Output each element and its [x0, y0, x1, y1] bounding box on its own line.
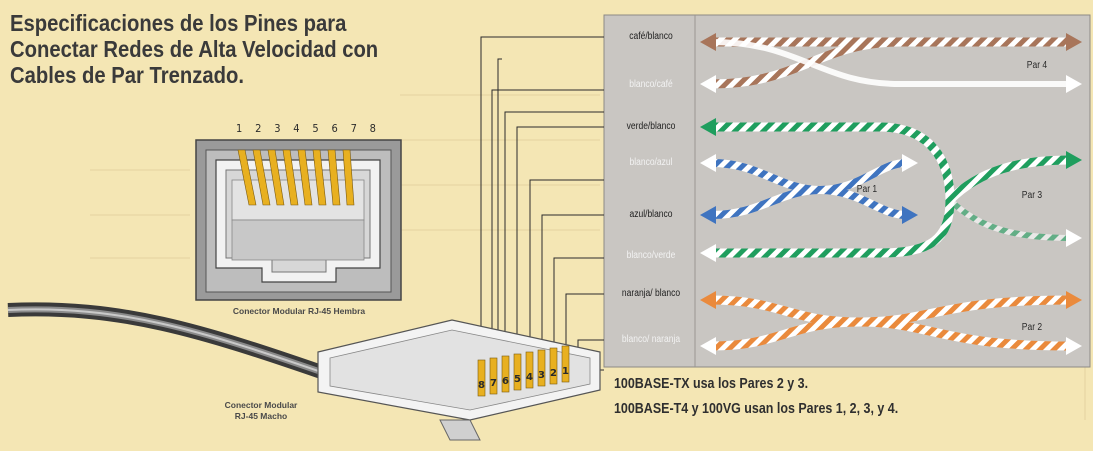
arrow-white-right-green — [1066, 229, 1082, 247]
title-line-2: Conectar Redes de Alta Velocidad con — [10, 36, 379, 62]
wire-label-azul-blanco: azul/blanco — [629, 209, 673, 220]
jack-gold-contacts — [237, 149, 355, 206]
plug-caption: Conector Modular RJ-45 Macho — [216, 400, 306, 422]
arrow-orange-left — [700, 291, 716, 309]
arrow-white-left-orange — [700, 337, 716, 355]
plug-gold-contacts — [477, 345, 570, 397]
leader-lines — [480, 36, 604, 388]
arrow-white-left-blue — [700, 154, 716, 172]
title-line-3: Cables de Par Trenzado. — [10, 62, 244, 88]
title-line-1: Especificaciones de los Pines para — [10, 10, 347, 36]
wire-label-naranja-blanco: naranja/ blanco — [621, 288, 681, 299]
jack-pin-numbers: 1 2 3 4 5 6 7 8 — [236, 122, 376, 135]
pair-1-label: Par 1 — [856, 184, 878, 195]
rj45-male-plug — [317, 319, 601, 441]
arrow-orange-right — [1066, 291, 1082, 309]
jack-pin-number: 6 — [331, 122, 338, 135]
wire-label-blanco-verde: blanco/verde — [626, 250, 676, 261]
footnote-100base-tx: 100BASE-TX usa los Pares 2 y 3. — [614, 376, 809, 392]
jack-pin-number: 5 — [312, 122, 319, 135]
pair-4-wires — [700, 33, 1082, 93]
jack-pin-number: 7 — [350, 122, 357, 135]
pair-3-wires — [700, 118, 1082, 262]
arrow-brown-right — [1066, 33, 1082, 51]
plug-pin-number: 5 — [514, 374, 521, 385]
arrow-blue-left — [700, 206, 716, 224]
pair-1-wires — [700, 154, 918, 224]
plug-caption-line-1: Conector Modular — [224, 400, 298, 410]
plug-pin-number: 7 — [490, 378, 497, 389]
jack-pin-number: 4 — [293, 122, 300, 135]
cable — [7, 302, 333, 382]
wire-label-blanco-cafe: blanco/café — [629, 79, 673, 90]
wire-label-verde-blanco: verde/blanco — [626, 121, 676, 132]
wire-label-blanco-azul: blanco/azul — [629, 157, 673, 168]
plug-pin-number: 2 — [550, 368, 557, 379]
plug-pin-number: 6 — [502, 376, 509, 387]
jack-pin-number: 2 — [255, 122, 262, 135]
diagram-title: Especificaciones de los Pines para Conec… — [10, 10, 424, 88]
jack-pin-number: 3 — [274, 122, 281, 135]
arrow-green-right — [1066, 151, 1082, 169]
rj45-female-jack — [195, 139, 402, 301]
pair-4-label: Par 4 — [1026, 60, 1048, 71]
arrow-blue-right — [902, 206, 918, 224]
plug-pin-number: 8 — [478, 380, 485, 391]
plug-pin-number: 3 — [538, 370, 545, 381]
wire-label-cafe-blanco: café/blanco — [629, 31, 673, 42]
pair-2-wires — [700, 291, 1082, 355]
jack-pin-number: 8 — [369, 122, 376, 135]
pair-2-label: Par 2 — [1021, 322, 1043, 333]
plug-caption-line-2: RJ-45 Macho — [234, 411, 288, 421]
jack-caption: Conector Modular RJ-45 Hembra — [232, 306, 366, 316]
plug-pin-number: 4 — [526, 372, 533, 383]
jack-pin-number: 1 — [236, 122, 243, 135]
arrow-white-left-green — [700, 244, 716, 262]
plug-pin-number: 1 — [562, 366, 569, 377]
footnote-100base-t4: 100BASE-T4 y 100VG usan los Pares 1, 2, … — [614, 401, 899, 417]
wire-label-blanco-naranja: blanco/ naranja — [621, 334, 681, 345]
arrow-white-left-top — [700, 75, 716, 93]
arrow-white-right-blue — [902, 154, 918, 172]
pair-3-label: Par 3 — [1021, 190, 1043, 201]
arrow-brown-left — [700, 33, 716, 51]
arrow-green-left — [700, 118, 716, 136]
arrow-white-right-orange — [1066, 337, 1082, 355]
arrow-white-right-top — [1066, 75, 1082, 93]
